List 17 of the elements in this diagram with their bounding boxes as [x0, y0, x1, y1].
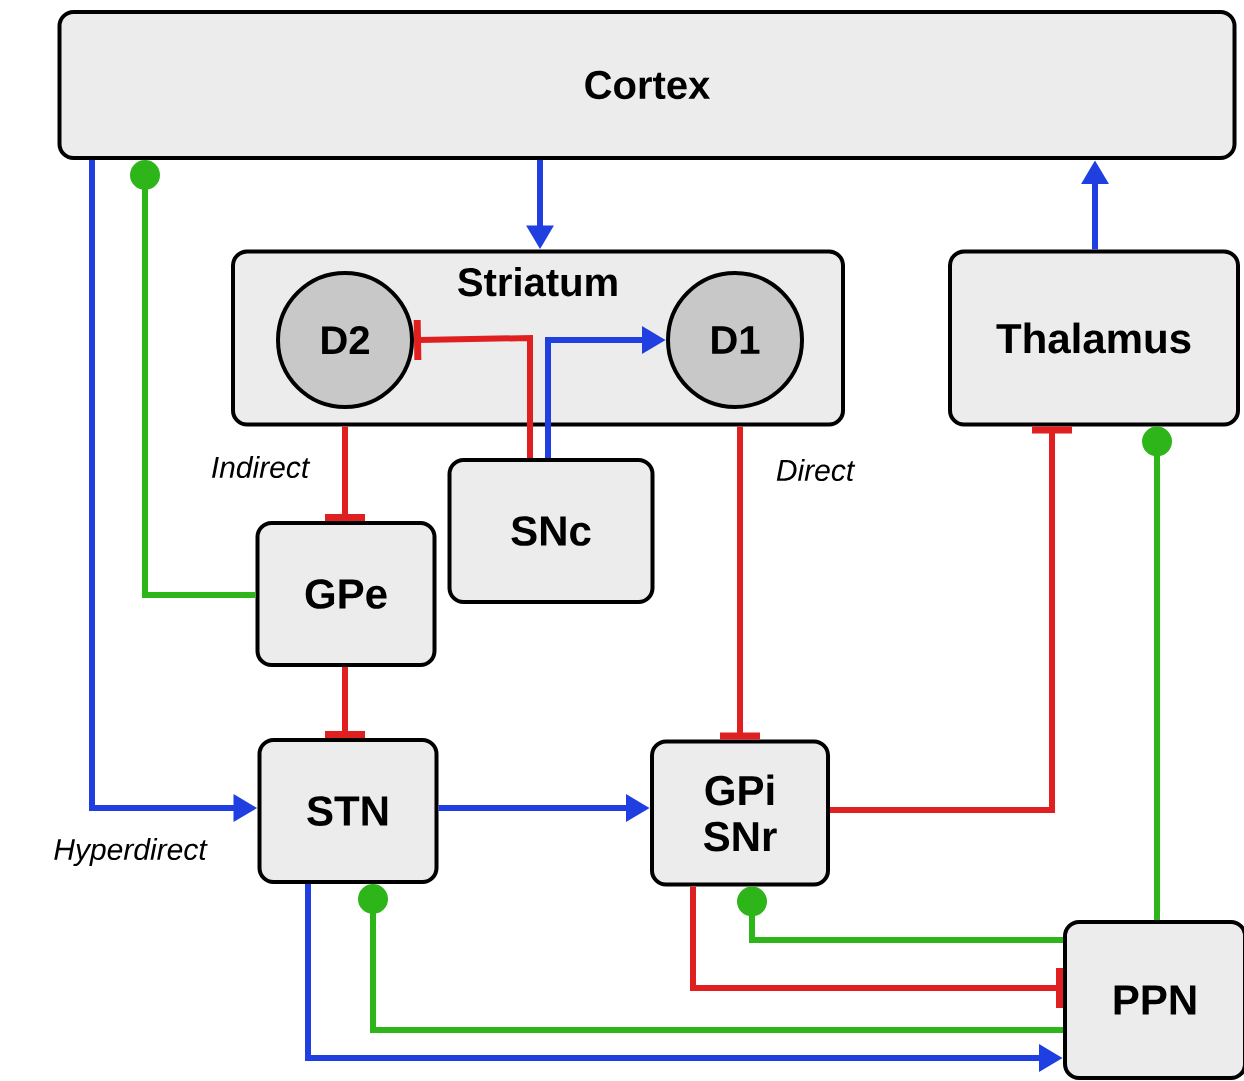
connector-arrow [690, 886, 1063, 1008]
edge-label: Indirect [209, 455, 311, 480]
connector-arrow [130, 160, 256, 598]
process-box: Cortex [57, 10, 1237, 160]
connector-arrow [325, 426, 365, 521]
connector-arrow [830, 426, 1072, 813]
edge-label: Hyperdirect [52, 837, 208, 867]
process-box: Thalamus [948, 249, 1240, 427]
connector-arrow [720, 426, 760, 740]
process-box: STN [257, 738, 439, 884]
process-box: PPN [1063, 920, 1244, 1080]
process-box: SNc [447, 458, 655, 604]
connector-arrow [413, 319, 533, 458]
process-box: GPi SNr [650, 739, 830, 887]
connector-arrow [325, 667, 365, 738]
edge-label: Direct [774, 458, 856, 482]
process-box: GPe [255, 521, 437, 667]
